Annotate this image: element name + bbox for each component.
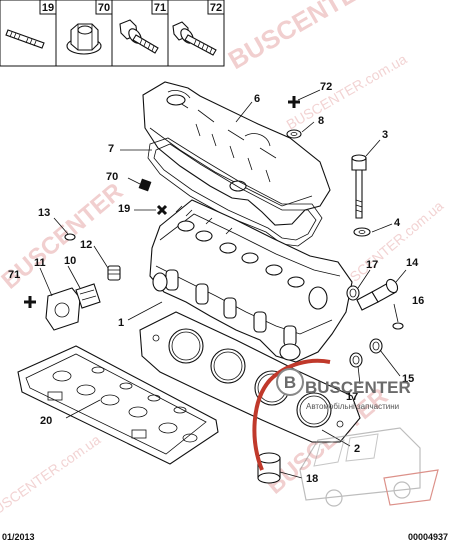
flange-nut-icon	[66, 23, 102, 55]
part-sender-unit	[356, 278, 399, 311]
logo-letter: B	[284, 373, 296, 392]
callout-13: 13	[38, 207, 50, 219]
header-label-70: 70	[98, 2, 110, 14]
callout-17-upper: 17	[366, 259, 378, 271]
header-box-72: 72	[167, 0, 225, 67]
marker-19	[156, 204, 168, 216]
callout-4: 4	[394, 217, 401, 229]
callout-70: 70	[106, 171, 118, 183]
callout-72: 72	[320, 81, 332, 93]
callout-6: 6	[254, 93, 260, 105]
header-box-71: 71	[111, 0, 169, 67]
part-head-gasket	[139, 311, 361, 443]
callout-20: 20	[40, 415, 52, 427]
marker-71	[24, 296, 36, 308]
part-cup-plug-right	[369, 338, 383, 354]
part-cover-gasket	[147, 137, 323, 247]
part-gasket-set	[17, 345, 219, 465]
leader-lines	[39, 89, 407, 479]
watermark-site-2: BUSCENTER.com.ua	[0, 431, 103, 522]
header-box-19: 19	[0, 0, 57, 67]
logo-tagline: Автомобільні запчастини	[306, 402, 399, 411]
logo-brand: BUSCENTER	[305, 378, 411, 397]
part-thermostat-housing	[45, 283, 101, 331]
brand-logo: B BUSCENTER Автомобільні запчастини	[252, 358, 439, 507]
part-rocker-cover	[142, 81, 331, 226]
header-box-70: 70	[55, 0, 113, 67]
stud-bolt-icon	[5, 29, 45, 49]
part-cylinder-head	[149, 199, 353, 363]
van-silhouette-icon	[299, 427, 439, 507]
callout-10: 10	[64, 255, 76, 267]
header-label-71: 71	[154, 2, 166, 14]
part-plug	[107, 265, 121, 281]
callouts: 6 72 8 3 4 7 70 19 13 12 10 11 71 1 14 1…	[8, 81, 424, 485]
header-label-19: 19	[42, 2, 54, 14]
part-head-bolt	[351, 154, 367, 219]
header-label-72: 72	[210, 2, 222, 14]
watermark-site-1: BUSCENTER.com.ua	[284, 51, 410, 133]
callout-12: 12	[80, 239, 92, 251]
callout-18: 18	[306, 473, 318, 485]
callout-71: 71	[8, 269, 20, 281]
callout-3: 3	[382, 129, 388, 141]
part-seal-washer	[286, 129, 302, 139]
callout-14: 14	[406, 257, 419, 269]
long-flange-bolt-icon	[172, 21, 217, 56]
footer-date: 01/2013	[2, 532, 35, 542]
part-small-ring	[392, 322, 404, 330]
callout-2: 2	[354, 443, 360, 455]
footer-code: 00004937	[408, 532, 448, 542]
watermark-top: BUSCENTER	[223, 0, 378, 75]
callout-16: 16	[412, 295, 424, 307]
callout-8: 8	[318, 115, 324, 127]
part-o-ring	[64, 233, 76, 241]
callout-15: 15	[402, 373, 414, 385]
callout-1: 1	[118, 317, 124, 329]
callout-19: 19	[118, 203, 130, 215]
part-cap	[257, 452, 281, 484]
marker-72	[288, 96, 300, 108]
marker-70	[138, 178, 152, 192]
flange-bolt-icon	[119, 19, 159, 54]
part-cup-plug-upper	[346, 285, 360, 301]
part-washer	[353, 227, 371, 237]
callout-11: 11	[34, 257, 46, 269]
footer: 01/2013 00004937	[2, 532, 448, 542]
callout-7: 7	[108, 143, 114, 155]
part-cup-plug-lower	[349, 352, 363, 368]
callout-17-lower: 17	[346, 391, 358, 403]
